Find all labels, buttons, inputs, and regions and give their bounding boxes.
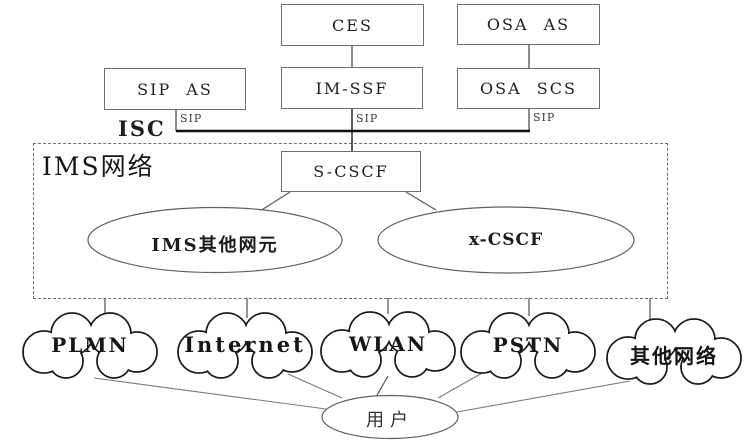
connector-scscf-xcscf (405, 191, 437, 211)
ces-box-label: CES (332, 15, 373, 35)
ims-other-ellipse (87, 206, 343, 274)
osa-as-box: OSA AS (457, 4, 600, 45)
connector-plmn-user (93, 377, 327, 410)
connector-pstn-user (437, 371, 485, 399)
wlan-cloud-label: WLAN (348, 332, 428, 356)
osa-scs-box-label: OSA SCS (480, 79, 577, 98)
user-ellipse-label: 用户 (366, 410, 414, 431)
sip-label-2: SIP (356, 112, 379, 125)
ims-network-boundary (33, 143, 668, 299)
osa-scs-box: OSA SCS (457, 68, 600, 109)
sip-as-box: SIP AS (104, 68, 246, 110)
s-cscf-box-label: S-CSCF (313, 162, 389, 181)
sip-label-1: SIP (180, 112, 203, 125)
plmn-cloud-label: PLMN (51, 333, 129, 357)
x-cscf-ellipse-label: x-CSCF (468, 230, 544, 250)
connector-wlan-user (375, 375, 389, 398)
isc-label: ISC (118, 116, 166, 141)
connector-internet-user (287, 373, 343, 399)
osa-as-box-label: OSA AS (486, 15, 571, 34)
ims-network-label: IMS网络 (42, 152, 155, 181)
sip-label-3: SIP (533, 111, 556, 124)
ces-box: CES (281, 4, 424, 46)
internet-cloud-label: Internet (184, 332, 306, 357)
im-ssf-box: IM-SSF (281, 67, 423, 109)
connector-scscf-imsother (259, 191, 291, 212)
sip-as-box-label: SIP AS (137, 79, 213, 99)
s-cscf-box: S-CSCF (281, 151, 421, 192)
pstn-cloud-label: PSTN (492, 333, 564, 357)
other-network-cloud-label: 其他网络 (630, 344, 718, 368)
connector-othernetwork-user (456, 380, 631, 413)
im-ssf-box-label: IM-SSF (315, 78, 389, 98)
ims-other-ellipse-label: IMS其他网元 (151, 235, 279, 256)
user-ellipse (321, 394, 459, 440)
x-cscf-ellipse (377, 206, 635, 274)
